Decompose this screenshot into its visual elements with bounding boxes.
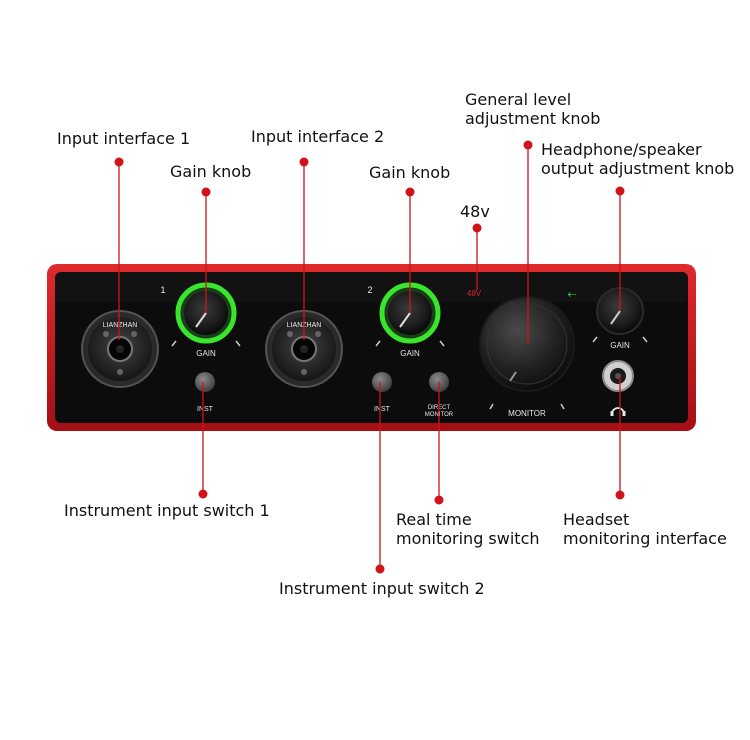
callout-dot-general-level <box>523 140 533 150</box>
callout-dot-gain1 <box>201 187 211 197</box>
channel-1-number: 1 <box>160 285 165 295</box>
jack1-brand-text: LIANZHAN <box>103 322 138 329</box>
label-gain-knob-2: Gain knob <box>369 163 451 182</box>
gain-1-label: GAIN <box>196 349 216 358</box>
gain-2-label: GAIN <box>400 349 420 358</box>
label-general-level-line2: adjustment knob <box>465 109 601 128</box>
callout-dot-input2 <box>299 157 309 167</box>
callout-dot-headset <box>615 490 625 500</box>
label-headset-line2: monitoring interface <box>563 529 727 548</box>
label-headphone-speaker: Headphone/speaker output adjustment knob <box>541 140 734 178</box>
label-instrument-switch-2: Instrument input switch 2 <box>279 579 485 598</box>
label-instrument-switch-1: Instrument input switch 1 <box>64 501 270 520</box>
combo-jack-1[interactable] <box>81 310 159 388</box>
monitor-label: MONITOR <box>508 409 546 418</box>
inst-button-2[interactable] <box>372 372 392 392</box>
callout-dot-inst1 <box>198 489 208 499</box>
callout-dot-gain2 <box>405 187 415 197</box>
combo-jack-2[interactable] <box>265 310 343 388</box>
headphone-icon <box>610 407 626 416</box>
label-headset-monitoring: Headset monitoring interface <box>563 510 727 548</box>
headphone-gain-label: GAIN <box>610 341 630 350</box>
label-48v: 48v <box>460 202 490 221</box>
label-gain-knob-1: Gain knob <box>170 162 252 181</box>
monitor-knob[interactable] <box>479 296 575 392</box>
label-headphone-line1: Headphone/speaker <box>541 140 702 159</box>
label-general-level-line1: General level <box>465 90 572 109</box>
callout-dot-headphone-gain <box>615 186 625 196</box>
inst-2-label: INST <box>374 406 391 413</box>
label-headphone-line2: output adjustment knob <box>541 159 735 178</box>
channel-2-number: 2 <box>367 285 372 295</box>
label-realtime-monitoring: Real time monitoring switch <box>396 510 540 548</box>
label-input-interface-1: Input interface 1 <box>57 129 191 148</box>
label-headset-line1: Headset <box>563 510 630 529</box>
inst-button-1[interactable] <box>195 372 215 392</box>
usb-icon: ⇠ <box>567 288 576 301</box>
callout-dot-inst2 <box>375 564 385 574</box>
inst-1-label: INST <box>197 406 214 413</box>
label-input-interface-2: Input interface 2 <box>251 127 385 146</box>
callout-dot-48v <box>472 223 482 233</box>
label-general-level: General level adjustment knob <box>465 90 600 128</box>
callout-dot-realtime <box>434 495 444 505</box>
label-realtime-line2: monitoring switch <box>396 529 540 548</box>
callout-dot-input1 <box>114 157 124 167</box>
label-realtime-line1: Real time <box>396 510 472 529</box>
headphone-jack[interactable] <box>602 360 634 392</box>
phantom-power-indicator: 48V <box>467 289 482 298</box>
